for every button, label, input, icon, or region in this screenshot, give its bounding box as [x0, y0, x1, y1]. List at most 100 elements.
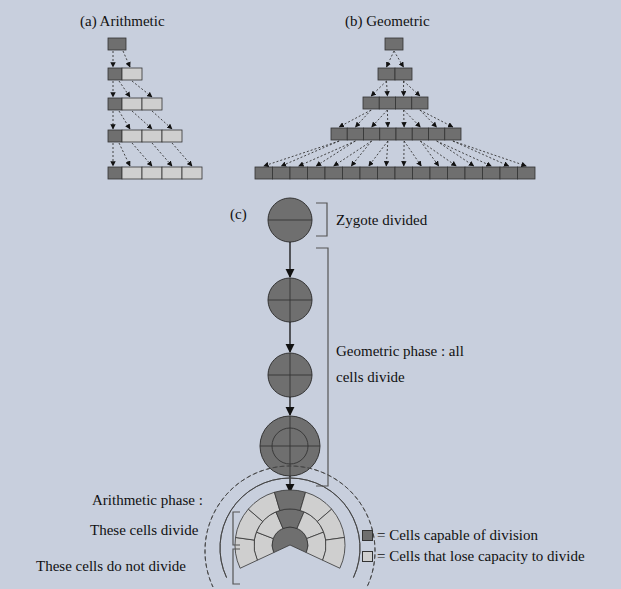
division-arrow [420, 110, 453, 127]
cell [445, 128, 461, 140]
division-arrow [420, 141, 456, 166]
division-arrow [113, 51, 114, 67]
division-arrow [372, 110, 388, 127]
division-arrow [394, 51, 404, 67]
division-arrow [172, 143, 192, 166]
cell [360, 167, 378, 179]
legend-text: = Cells capable of division [377, 526, 538, 544]
cell [412, 128, 428, 140]
label: These cells divide [90, 521, 198, 539]
division-arrow [437, 141, 474, 166]
cell [108, 167, 122, 179]
division-arrow [404, 141, 421, 166]
cell [429, 128, 445, 140]
label: (b) Geometric [345, 12, 430, 30]
stage-arrow [289, 242, 290, 277]
cell [396, 97, 412, 109]
division-arrow [420, 110, 437, 127]
embryo-circle [260, 416, 320, 476]
cell [122, 167, 142, 179]
embryo-circle [268, 353, 312, 397]
label: Zygote divided [336, 211, 427, 229]
division-arrow [152, 143, 172, 166]
cell [385, 38, 403, 50]
cell [500, 167, 518, 179]
division-arrow [404, 81, 420, 96]
division-arrow [387, 51, 395, 67]
division-arrow [371, 81, 386, 96]
division-arrow [119, 111, 130, 129]
cell [395, 68, 412, 80]
cell [108, 38, 126, 50]
cell [412, 97, 428, 109]
cell [343, 167, 361, 179]
cell [122, 98, 142, 110]
cell [182, 167, 202, 179]
label: These cells do not divide [36, 557, 186, 575]
stage-arrow [289, 322, 290, 352]
division-arrow [403, 141, 404, 166]
division-arrow [453, 141, 526, 166]
division-arrow [132, 111, 152, 129]
division-arrow [437, 141, 492, 166]
cell [380, 128, 396, 140]
bracket [233, 549, 240, 584]
cell [448, 167, 466, 179]
label: (a) Arithmetic [80, 12, 165, 30]
embryo-circle [268, 198, 312, 242]
cell [273, 167, 291, 179]
division-arrow [119, 143, 130, 166]
division-arrow [281, 141, 339, 166]
division-arrow [453, 141, 509, 166]
stage-arrow [289, 397, 290, 415]
cell [378, 167, 396, 179]
division-arrow [403, 81, 404, 96]
division-arrow [355, 110, 371, 127]
division-arrow [299, 141, 356, 166]
division-arrow [123, 51, 130, 67]
cell [122, 130, 142, 142]
cell [395, 167, 413, 179]
cell [331, 128, 347, 140]
tissue-cell [248, 492, 280, 521]
division-arrow [386, 81, 388, 96]
cell [142, 130, 162, 142]
cell [363, 97, 379, 109]
cell [483, 167, 501, 179]
cell [430, 167, 448, 179]
tissue-cell [323, 537, 345, 568]
label: Arithmetic phase : [92, 491, 203, 509]
cell [308, 167, 326, 179]
legend-swatch [362, 551, 373, 562]
division-arrow [387, 110, 389, 127]
cell [122, 68, 142, 80]
division-arrow [339, 110, 371, 127]
cell [255, 167, 273, 179]
division-arrow [132, 143, 152, 166]
cell [108, 98, 122, 110]
cell [465, 167, 483, 179]
label: (c) [230, 205, 247, 223]
division-arrow [404, 110, 421, 127]
division-arrow [420, 141, 438, 166]
tissue-cell [306, 532, 326, 560]
cell [142, 98, 162, 110]
division-arrow [132, 81, 152, 97]
cell [142, 167, 162, 179]
cell [396, 128, 412, 140]
cell [108, 130, 122, 142]
cell [162, 167, 182, 179]
division-arrow [351, 141, 371, 166]
cell [378, 68, 395, 80]
cell [379, 97, 395, 109]
cell [413, 167, 431, 179]
cell [364, 128, 380, 140]
tissue-cell [235, 537, 257, 568]
bracket [316, 248, 328, 486]
legend-text: = Cells that lose capacity to divide [377, 547, 585, 565]
legend-swatch [362, 530, 373, 541]
division-arrow [113, 143, 114, 166]
division-arrow [403, 110, 405, 127]
embryo-circle [268, 278, 312, 322]
cell [347, 128, 363, 140]
